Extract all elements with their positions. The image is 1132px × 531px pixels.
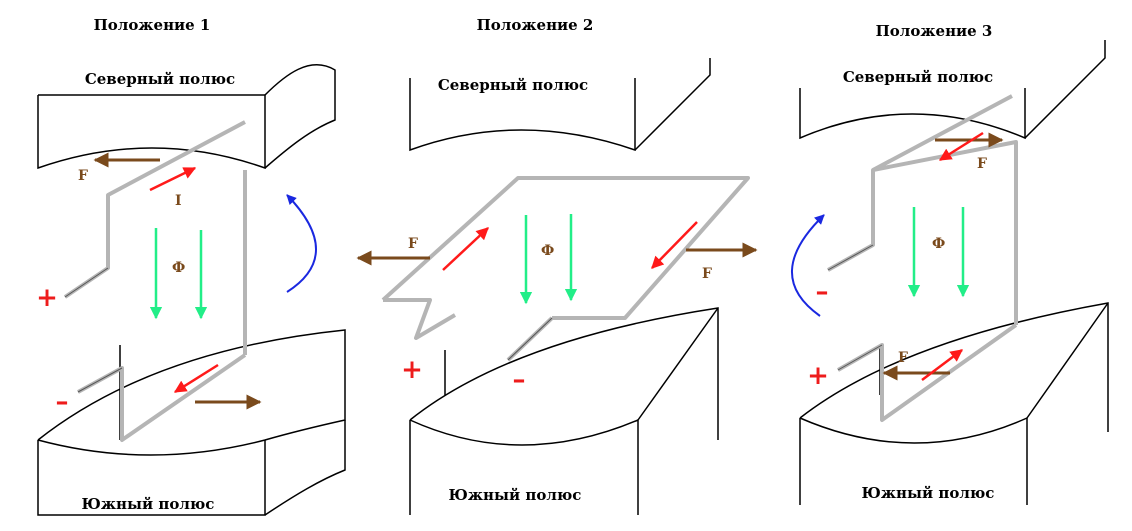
- rotation-arrow: [791, 214, 825, 317]
- force-label-top: F: [78, 168, 88, 184]
- plus-sign: +: [36, 283, 58, 313]
- flux-label: Ф: [172, 260, 185, 276]
- lead-plus-shadow: [837, 344, 883, 371]
- south-pole-label: Южный полюс: [449, 486, 582, 504]
- current-arrow-left: [442, 227, 489, 271]
- panel-title: Положение 3: [876, 22, 993, 40]
- panel-position-1: Положение 1 Северный полюс Южный полюс F: [36, 16, 346, 516]
- plus-sign: +: [401, 355, 423, 385]
- flux-label: Ф: [932, 236, 945, 252]
- current-arrow-right: [651, 221, 698, 269]
- south-pole-magnet: [409, 307, 719, 515]
- force-label-right: F: [702, 266, 712, 282]
- minus-sign: –: [56, 387, 69, 417]
- current-arrow-bottom: [921, 349, 963, 381]
- force-label-top: F: [977, 156, 987, 172]
- north-pole-label: Северный полюс: [85, 70, 235, 88]
- current-label: I: [175, 193, 182, 209]
- north-pole-label: Северный полюс: [438, 76, 588, 94]
- flux-label: Ф: [541, 243, 554, 259]
- north-pole-magnet: [37, 64, 336, 170]
- south-pole-label: Южный полюс: [82, 495, 215, 513]
- force-label-bottom: F: [898, 350, 908, 366]
- minus-sign: –: [513, 365, 526, 395]
- panel-title: Положение 1: [94, 16, 211, 34]
- current-arrow-bottom: [173, 363, 219, 394]
- rotation-arrow: [286, 194, 317, 293]
- lead-minus-shadow: [827, 244, 874, 271]
- panel-position-2: Положение 2 Северный полюс Южный полюс F…: [356, 16, 758, 515]
- panel-position-3: Положение 3 Северный полюс Южный полюс F: [791, 22, 1109, 505]
- current-arrow-top: [149, 166, 197, 192]
- south-pole-magnet: [799, 302, 1109, 505]
- wire-loop: [381, 176, 750, 362]
- panel-title: Положение 2: [477, 16, 594, 34]
- north-pole-label: Северный полюс: [843, 68, 993, 86]
- lead-minus-shadow: [77, 367, 123, 393]
- north-pole-magnet: [799, 40, 1106, 140]
- wire-loop: [827, 94, 1018, 422]
- lead-minus-shadow: [507, 317, 553, 361]
- south-pole-magnet: [37, 329, 346, 516]
- plus-sign: +: [807, 361, 829, 391]
- current-arrow-top: [938, 131, 984, 162]
- minus-sign: –: [816, 277, 829, 307]
- lead-plus-shadow: [64, 267, 109, 298]
- north-pole-magnet: [409, 58, 711, 152]
- force-label-left: F: [408, 236, 418, 252]
- south-pole-label: Южный полюс: [862, 484, 995, 502]
